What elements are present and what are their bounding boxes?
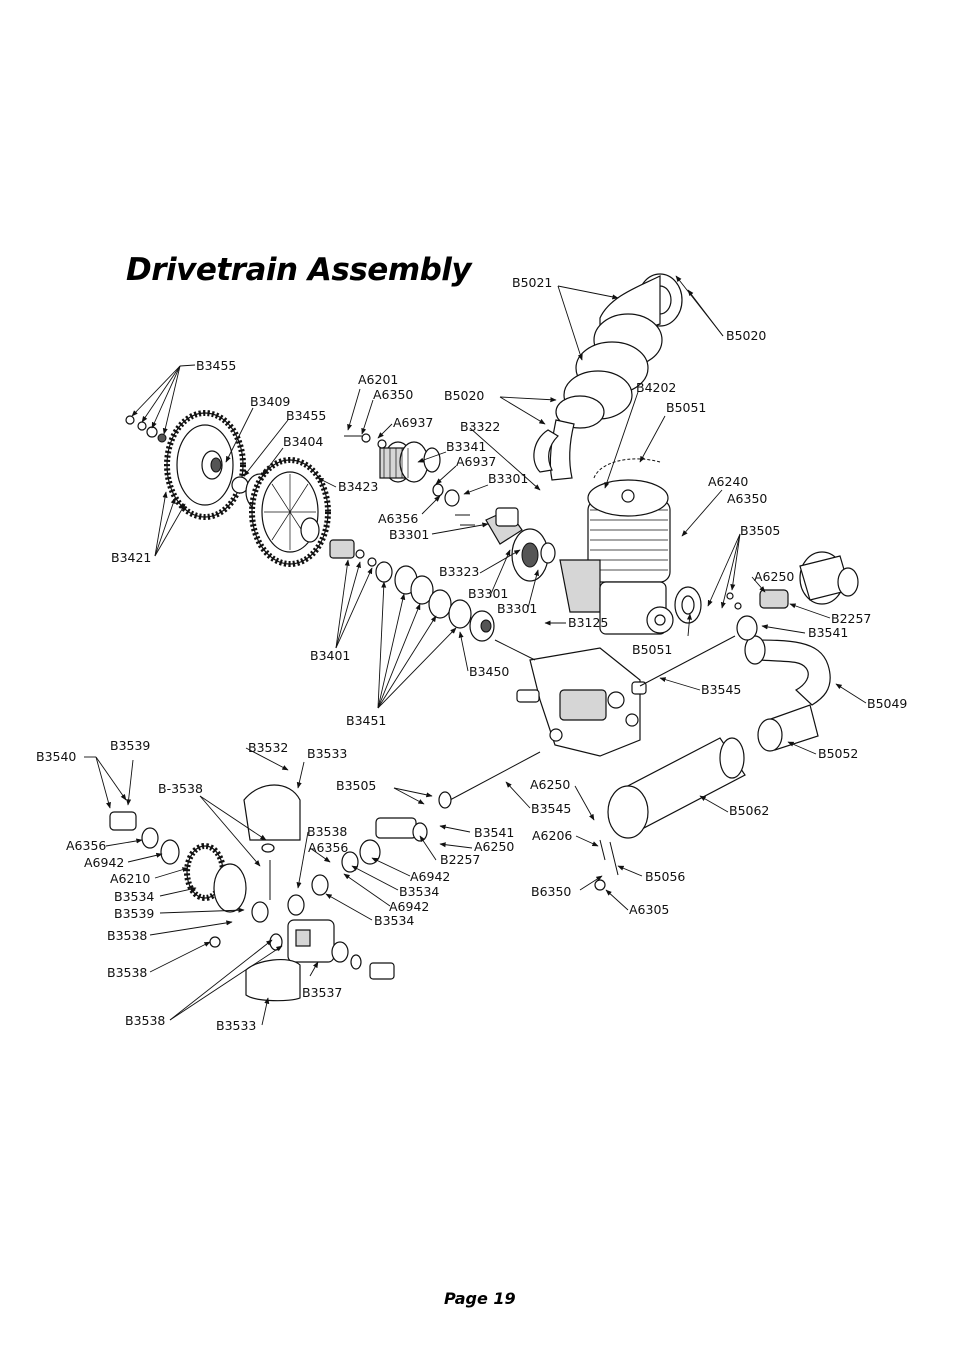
callout-a6206: A6206 bbox=[532, 828, 572, 843]
page-number: Page 19 bbox=[444, 1289, 516, 1308]
spur-gear-front-illustration bbox=[125, 410, 249, 520]
engine-illustration bbox=[559, 479, 702, 635]
spur-gear-rear-illustration bbox=[245, 457, 331, 567]
callout-b3409: B3409 bbox=[250, 394, 290, 409]
clutch-bell-illustration bbox=[344, 433, 460, 507]
callout-a6250a: A6250 bbox=[754, 569, 794, 584]
callout-b3539b: B3539 bbox=[114, 906, 154, 921]
callout-b3505b: B3505 bbox=[336, 778, 376, 793]
callout-a6942a: A6942 bbox=[410, 869, 450, 884]
callout-a6201: A6201 bbox=[358, 372, 398, 387]
callout-b3404: B3404 bbox=[283, 434, 323, 449]
callout-b5051b: B5051 bbox=[632, 642, 672, 657]
callout-b3401: B3401 bbox=[310, 648, 350, 663]
callout-b3534c: B3534 bbox=[374, 913, 414, 928]
callout-a6210: A6210 bbox=[110, 871, 150, 886]
callout-b3301c: B3301 bbox=[468, 586, 508, 601]
callout-b3534a: B3534 bbox=[114, 889, 154, 904]
callout-b3421: B3421 bbox=[111, 550, 151, 565]
callout-b3341: B3341 bbox=[446, 439, 486, 454]
callout-b4202: B4202 bbox=[636, 380, 676, 395]
callout-b3537: B3537 bbox=[302, 985, 342, 1000]
callout-a6250b: A6250 bbox=[530, 777, 570, 792]
callout-a6350b: A6350 bbox=[727, 491, 767, 506]
callout-b3423: B3423 bbox=[338, 479, 378, 494]
callout-b3533a: B3533 bbox=[307, 746, 347, 761]
callout-b5062: B5062 bbox=[729, 803, 769, 818]
callout-b3322: B3322 bbox=[460, 419, 500, 434]
callout-b3538b: B3538 bbox=[107, 928, 147, 943]
callout-b3541a: B3541 bbox=[808, 625, 848, 640]
callout-b5049: B5049 bbox=[867, 696, 907, 711]
callout-a6937b: A6937 bbox=[456, 454, 496, 469]
callout-b3301d: B3301 bbox=[497, 601, 537, 616]
callout-a6305: A6305 bbox=[629, 902, 669, 917]
callout-b5052: B5052 bbox=[818, 746, 858, 761]
page-title: Drivetrain Assembly bbox=[126, 252, 472, 288]
callout-b3538a: B3538 bbox=[307, 824, 347, 839]
callout-a6240: A6240 bbox=[708, 474, 748, 489]
callout-b5051a: B5051 bbox=[666, 400, 706, 415]
callout-b3541b: B3541 bbox=[474, 825, 514, 840]
callout-b2257b: B2257 bbox=[440, 852, 480, 867]
callout-a6356b: A6356 bbox=[66, 838, 106, 853]
parts-illustration bbox=[109, 273, 859, 1002]
callout-a6942b: A6942 bbox=[84, 855, 124, 870]
callout-a6250c: A6250 bbox=[474, 839, 514, 854]
callout-b3538c: B3538 bbox=[107, 965, 147, 980]
callout-b3505a: B3505 bbox=[740, 523, 780, 538]
callout-b3323: B3323 bbox=[439, 564, 479, 579]
rear-diff-illustration bbox=[726, 551, 859, 641]
callout-b3301a: B3301 bbox=[488, 471, 528, 486]
callout-b3455a: B3455 bbox=[196, 358, 236, 373]
callout-b3539a: B3539 bbox=[110, 738, 150, 753]
center-case-illustration bbox=[516, 647, 647, 757]
exhaust-illustration bbox=[594, 635, 831, 891]
callout-b5056: B5056 bbox=[645, 869, 685, 884]
callout-b3301b: B3301 bbox=[389, 527, 429, 542]
callout-a6937a: A6937 bbox=[393, 415, 433, 430]
callout-b5020b: B5020 bbox=[444, 388, 484, 403]
air-filter-illustration bbox=[533, 273, 683, 481]
callout-b3540: B3540 bbox=[36, 749, 76, 764]
callout-b3545b: B3545 bbox=[531, 801, 571, 816]
callout-b3545a: B3545 bbox=[701, 682, 741, 697]
callout-a6356a: A6356 bbox=[378, 511, 418, 526]
callout-b3534b: B3534 bbox=[399, 884, 439, 899]
callout-b5021: B5021 bbox=[512, 275, 552, 290]
callout-b5020a: B5020 bbox=[726, 328, 766, 343]
front-diff-illustration bbox=[109, 784, 452, 1002]
callout-b3455b: B3455 bbox=[286, 408, 326, 423]
callout-b3450: B3450 bbox=[469, 664, 509, 679]
callout-b2257a: B2257 bbox=[831, 611, 871, 626]
leader-lines bbox=[84, 275, 867, 1026]
callout-b3125: B3125 bbox=[568, 615, 608, 630]
center-diff-plates-illustration bbox=[329, 539, 495, 642]
callout-a6350a: A6350 bbox=[373, 387, 413, 402]
callout-b3538d: B3538 bbox=[125, 1013, 165, 1028]
callout-a6356c: A6356 bbox=[308, 840, 348, 855]
callout-a6942c: A6942 bbox=[389, 899, 429, 914]
callout-b3532: B3532 bbox=[248, 740, 288, 755]
callout-b6350: B6350 bbox=[531, 884, 571, 899]
callout-b-3538: B-3538 bbox=[158, 781, 203, 796]
callout-b3533b: B3533 bbox=[216, 1018, 256, 1033]
callout-b3451: B3451 bbox=[346, 713, 386, 728]
